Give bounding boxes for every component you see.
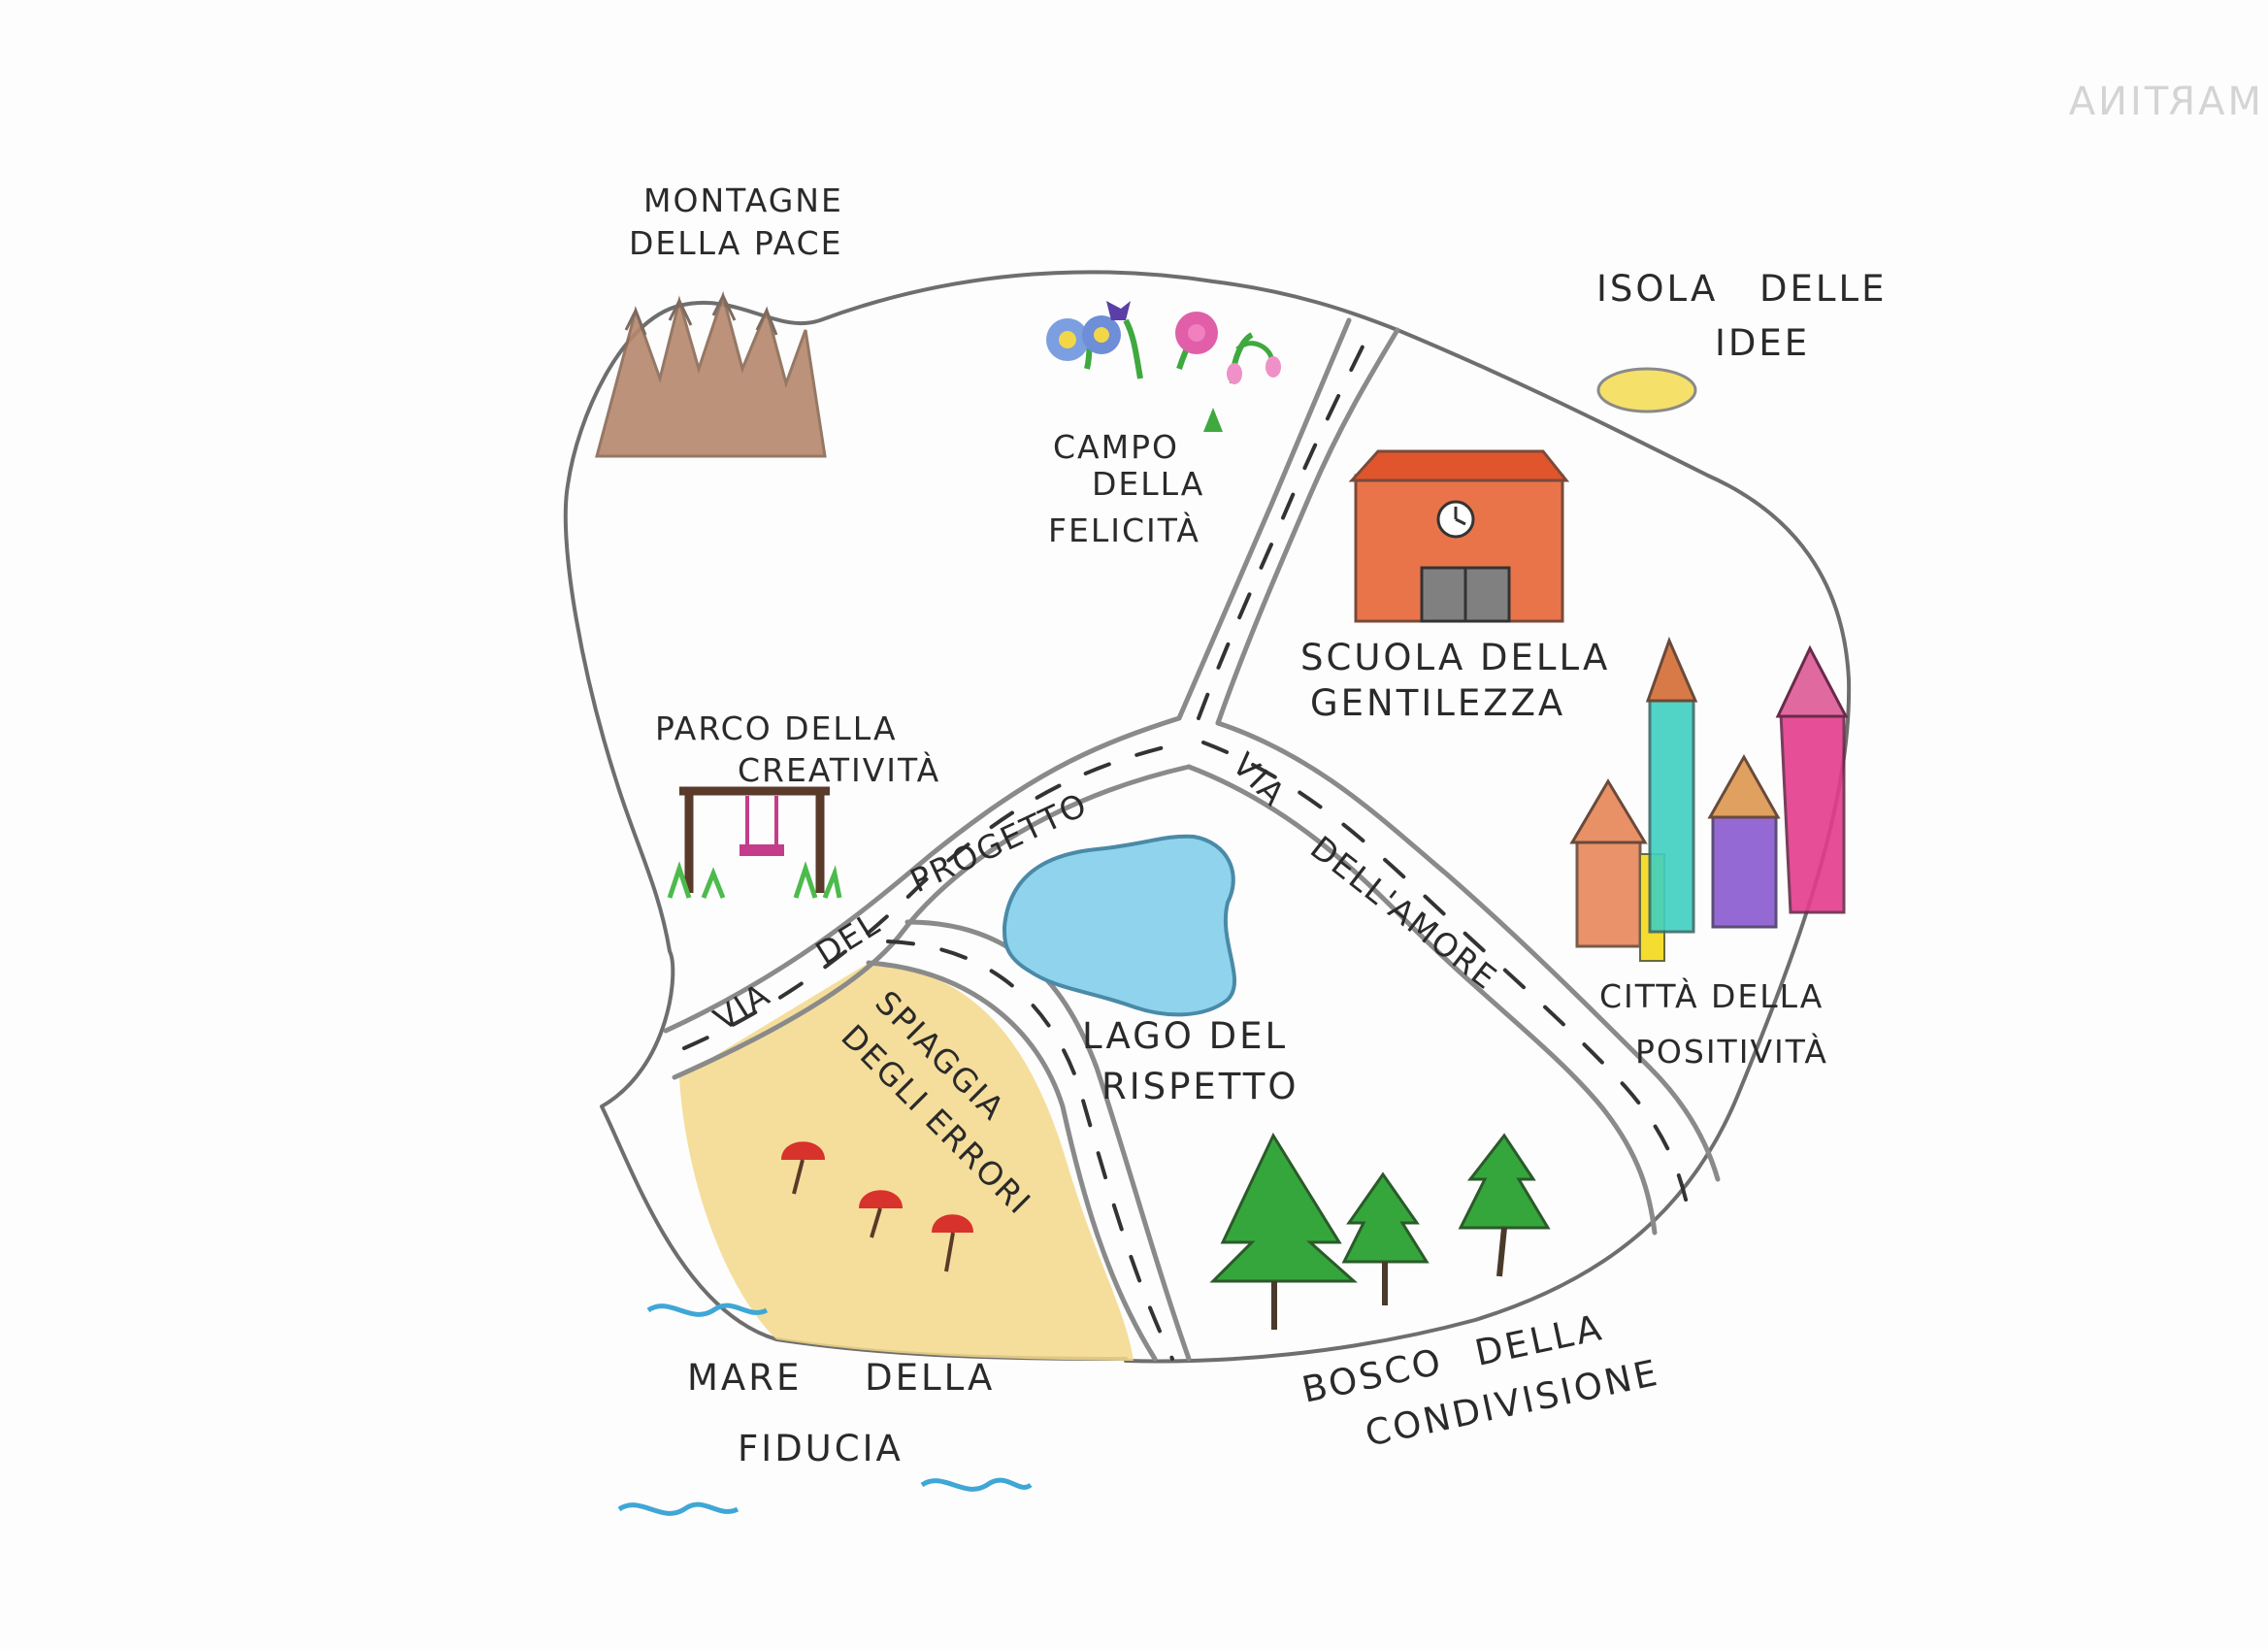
signature: MARTINA <box>2066 80 2261 124</box>
lake-icon <box>1002 834 1237 1017</box>
road-label-amore: VIA DELL'AMORE <box>1225 745 1504 998</box>
label-line: MARE DELLA <box>687 1357 995 1399</box>
island-icon <box>1596 367 1697 413</box>
flower-icon <box>1046 301 1281 432</box>
label-line: POSITIVITÀ <box>1635 1032 1828 1071</box>
swing-icon <box>667 786 842 899</box>
road-name-word: DELL'AMORE <box>1303 829 1505 998</box>
label-line: RISPETTO <box>1101 1066 1298 1107</box>
label-line: LAGO DEL <box>1082 1015 1288 1057</box>
road-north <box>1176 317 1400 726</box>
road-via-del-progetto <box>663 715 1192 1080</box>
label-citta: CITTÀ DELLA POSITIVITÀ <box>1599 976 1828 1071</box>
label-scuola: SCUOLA DELLA GENTILEZZA <box>1300 637 1610 724</box>
label-line: CREATIVITÀ <box>738 750 940 789</box>
label-line: FIDUCIA <box>738 1428 904 1469</box>
label-line: DELLA PACE <box>629 224 843 262</box>
label-mare: MARE DELLA FIDUCIA <box>687 1357 995 1469</box>
tree-icon <box>1209 1132 1551 1330</box>
label-line: MONTAGNE <box>643 181 843 219</box>
label-line: IDEE <box>1715 322 1810 364</box>
label-bosco: BOSCO DELLA CONDIVISIONE <box>1298 1306 1663 1455</box>
label-line: CITTÀ DELLA <box>1599 976 1824 1015</box>
label-line: SCUOLA DELLA <box>1300 637 1610 678</box>
umbrella-icon <box>781 1141 973 1272</box>
label-parco: PARCO DELLA CREATIVITÀ <box>655 709 940 789</box>
label-line: GENTILEZZA <box>1310 682 1565 724</box>
road-name-word: VIA <box>1225 745 1294 814</box>
label-line: PARCO DELLA <box>655 709 898 747</box>
beach-area <box>679 963 1134 1361</box>
road-south <box>866 919 1192 1362</box>
label-lago: LAGO DEL RISPETTO <box>1082 1015 1298 1107</box>
school-building-icon <box>1348 449 1570 623</box>
label-line: ISOLA DELLE <box>1596 268 1888 310</box>
label-line: FELICITÀ <box>1048 511 1200 549</box>
road-via-dell-amore <box>1186 720 1721 1236</box>
label-line: DELLA <box>1092 465 1204 503</box>
label-isola: ISOLA DELLE IDEE <box>1596 268 1888 364</box>
label-line: CAMPO <box>1053 428 1179 466</box>
island-land-outline <box>563 270 1852 1364</box>
label-campo: CAMPO DELLA FELICITÀ <box>1048 428 1204 549</box>
tower-icon <box>1569 636 1849 962</box>
mountain-icon <box>595 290 827 458</box>
wave-icon <box>617 1303 1033 1516</box>
label-montagne: MONTAGNE DELLA PACE <box>629 181 843 262</box>
